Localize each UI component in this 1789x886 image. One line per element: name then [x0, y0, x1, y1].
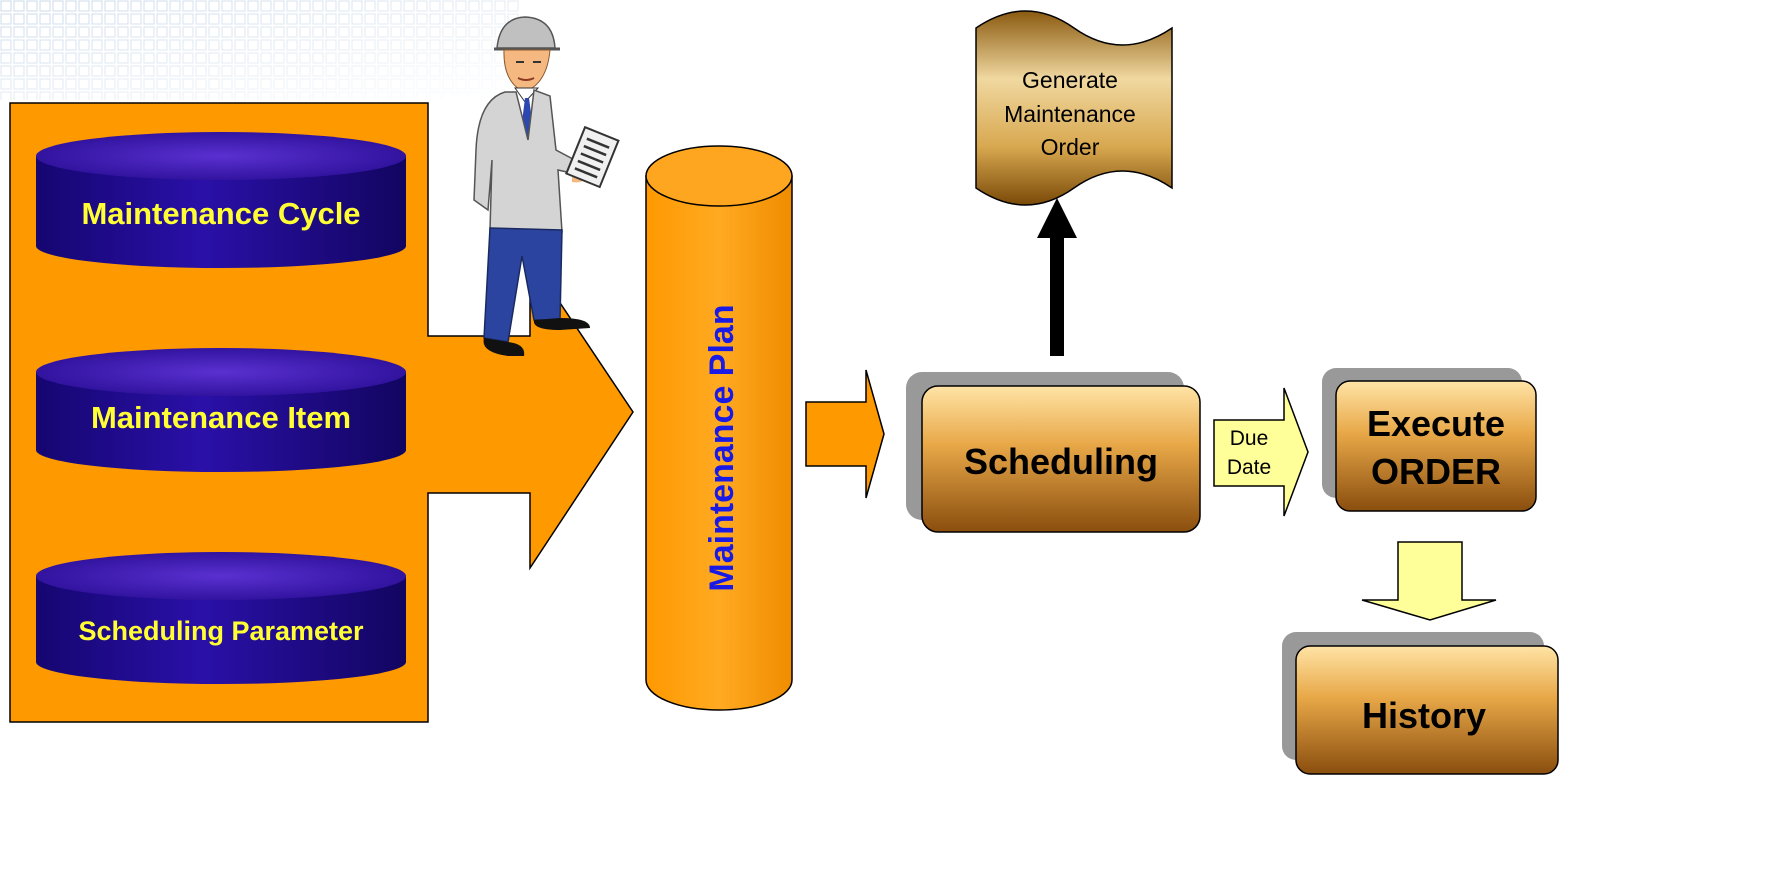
input-item-label: Maintenance Item [91, 400, 351, 435]
history-box[interactable]: History [1282, 632, 1559, 775]
execute-line1: Execute [1367, 403, 1505, 444]
input-cycle-label: Maintenance Cycle [81, 196, 360, 231]
generate-line3: Order [1041, 134, 1100, 160]
generate-line2: Maintenance [1004, 101, 1136, 127]
plan-to-scheduling-arrow [805, 369, 885, 499]
execute-to-history-arrow [1361, 541, 1497, 621]
history-label: History [1362, 695, 1486, 736]
input-cylinder-parameter[interactable]: Scheduling Parameter [36, 552, 406, 684]
input-cylinder-item[interactable]: Maintenance Item [36, 348, 406, 472]
scheduling-label: Scheduling [964, 441, 1158, 482]
due-date-line2: Date [1227, 456, 1271, 479]
due-date-line1: Due [1230, 427, 1269, 450]
generate-maintenance-order-banner[interactable]: Generate Maintenance Order [975, 10, 1173, 206]
scheduling-to-generate-arrow [1037, 198, 1077, 356]
execute-order-box[interactable]: Execute ORDER [1322, 368, 1537, 512]
worker-with-clipboard-icon [473, 16, 620, 356]
execute-line2: ORDER [1371, 451, 1501, 492]
input-parameter-label: Scheduling Parameter [78, 616, 364, 646]
maintenance-plan-label: Maintenance Plan [703, 304, 741, 591]
input-cylinder-cycle[interactable]: Maintenance Cycle [36, 132, 406, 268]
background-grid [0, 0, 520, 100]
maintenance-plan-cylinder[interactable]: Maintenance Plan [645, 145, 793, 711]
generate-line1: Generate [1022, 67, 1118, 93]
due-date-arrow: Due Date [1213, 387, 1309, 517]
scheduling-box[interactable]: Scheduling [906, 372, 1201, 533]
